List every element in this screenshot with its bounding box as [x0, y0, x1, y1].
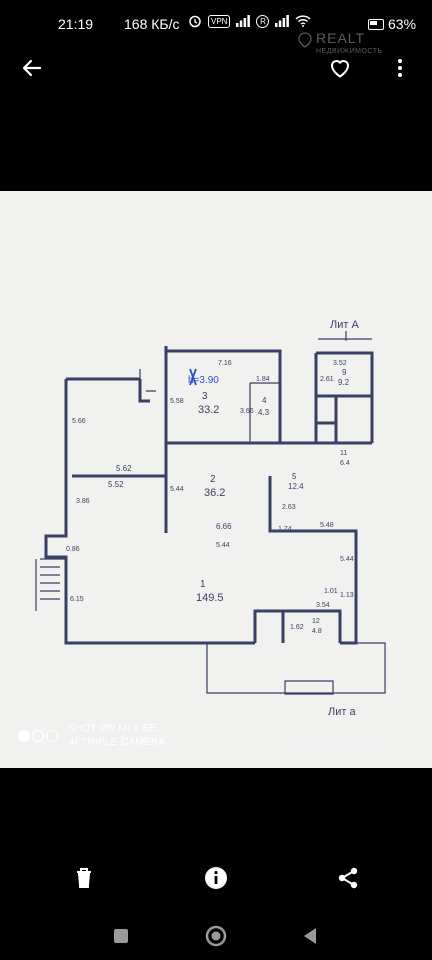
- room-4-number: 4: [262, 396, 267, 405]
- dim-354: 3.54: [316, 602, 330, 609]
- dim-566: 5.66: [72, 418, 86, 425]
- watermark-subtitle: НЕДВИЖИМОСТЬ: [316, 48, 383, 55]
- network-speed: 168 КБ/с: [124, 16, 180, 32]
- battery-indicator: 63%: [368, 16, 416, 32]
- dim-261: 2.61: [320, 376, 334, 383]
- room-2-area: 36.2: [204, 487, 225, 499]
- room-1-number: 1: [200, 579, 206, 590]
- room-3-area: 33.2: [198, 404, 219, 416]
- back-triangle-icon[interactable]: [298, 924, 322, 948]
- camera-logo-icon: [18, 730, 58, 742]
- camera-model: SHOT ON MI 9 SE: [68, 723, 157, 734]
- camera-watermark: SHOT ON MI 9 SE AI TRIPLE CAMERA: [18, 722, 165, 750]
- vpn-icon: VPN: [208, 14, 231, 28]
- info-icon[interactable]: [202, 864, 230, 892]
- dim-366: 3.66: [240, 408, 254, 415]
- dim-174: 1.74: [278, 526, 292, 533]
- dim-263: 2.63: [282, 504, 296, 511]
- room-11-number: 11: [340, 450, 347, 457]
- photo-timestamp: 2022/1/11 14:07: [298, 737, 392, 751]
- battery-icon: [368, 18, 384, 30]
- photo-action-bar: [0, 856, 432, 900]
- dim-562: 5.62: [116, 464, 132, 473]
- dot-icon: [18, 730, 30, 742]
- dim-615: 6.15: [70, 596, 84, 603]
- watermark-brand: REALT: [316, 30, 366, 46]
- dim-086: 0.86: [66, 546, 80, 553]
- lit-A-label: Лит А: [330, 319, 359, 331]
- room-1-area: 149.5: [196, 592, 224, 604]
- camera-type: AI TRIPLE CAMERA: [68, 737, 166, 748]
- room-9-number: 9: [342, 368, 347, 377]
- dot-icon: [32, 730, 44, 742]
- status-icons: VPN R: [188, 14, 311, 28]
- alarm-icon: [189, 15, 201, 28]
- share-icon[interactable]: [334, 864, 362, 892]
- room-5-number: 5: [292, 472, 297, 481]
- home-circle-icon[interactable]: [204, 924, 228, 948]
- wifi-icon: [295, 15, 311, 27]
- realt-watermark: REALT НЕДВИЖИМОСТЬ: [298, 30, 432, 66]
- dim-162: 1.62: [290, 624, 304, 631]
- dim-101: 1.01: [324, 588, 338, 595]
- dim-666: 6.66: [216, 522, 232, 531]
- dim-716: 7.16: [218, 360, 232, 367]
- ceiling-height: h=3.90: [188, 375, 219, 386]
- dim-113: 1.13: [340, 592, 354, 599]
- delete-trash-icon[interactable]: [70, 864, 98, 892]
- room-12-number: 12: [312, 618, 320, 625]
- roaming-icon: R: [256, 14, 270, 28]
- more-vertical-icon[interactable]: [388, 56, 412, 80]
- status-time: 21:19: [58, 16, 94, 32]
- dim-544b: 5.44: [216, 542, 230, 549]
- floor-plan-drawing: Лит А Лит а 1 149.5 2 36.2 3 33.2 4 4.3 …: [35, 319, 386, 718]
- dim-552: 5.52: [108, 480, 124, 489]
- signal-icon-2: [275, 15, 290, 27]
- recents-square-icon[interactable]: [109, 924, 133, 948]
- favorite-heart-icon[interactable]: [328, 56, 352, 80]
- signal-icon: [236, 15, 251, 27]
- dim-544c: 5.44: [340, 556, 354, 563]
- dim-184: 1.84: [256, 376, 270, 383]
- dot-icon: [46, 730, 58, 742]
- room-11-area: 6.4: [340, 460, 350, 467]
- app-bar: [0, 48, 432, 88]
- room-5-area: 12.4: [288, 482, 304, 491]
- dim-386: 3.86: [76, 498, 90, 505]
- dim-548: 5.48: [320, 522, 334, 529]
- status-bar: 21:19 168 КБ/с VPN R 63%: [0, 0, 432, 48]
- floor-plan-photo[interactable]: Лит А Лит а 1 149.5 2 36.2 3 33.2 4 4.3 …: [0, 191, 432, 768]
- lit-a-label: Лит а: [328, 706, 356, 718]
- room-4-area: 4.3: [258, 408, 270, 417]
- dim-558: 5.58: [170, 398, 184, 405]
- battery-level: 63%: [388, 16, 417, 32]
- room-2-number: 2: [210, 474, 216, 485]
- room-12-area: 4.8: [312, 628, 322, 635]
- dim-544: 5.44: [170, 486, 184, 493]
- back-arrow-icon[interactable]: [20, 56, 44, 80]
- camera-text: SHOT ON MI 9 SE AI TRIPLE CAMERA: [68, 722, 165, 750]
- logo-icon: [298, 32, 312, 48]
- dim-352: 3.52: [333, 360, 347, 367]
- system-nav-bar: [0, 912, 432, 960]
- room-9-area: 9.2: [338, 378, 350, 387]
- room-3-number: 3: [202, 391, 208, 402]
